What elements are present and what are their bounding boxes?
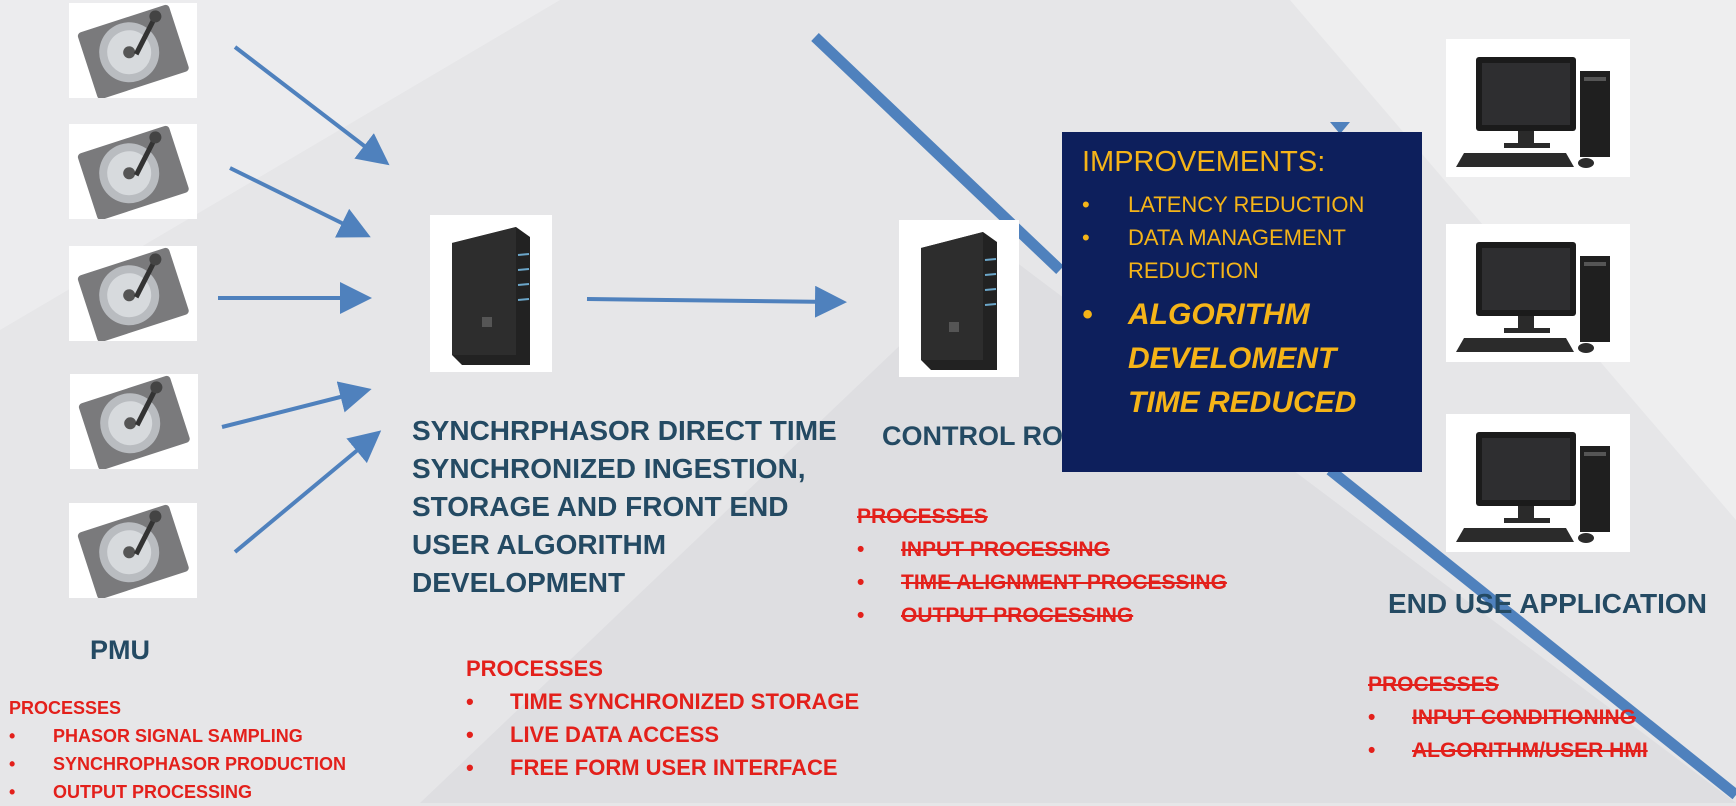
pmu-device-image [70, 374, 198, 471]
pmu-arrow-5 [233, 430, 382, 554]
hard-drive-icon [78, 375, 190, 471]
pmu-arrow-2 [229, 166, 371, 238]
synchrophasor-label: SYNCHRPHASOR DIRECT TIME SYNCHRONIZED IN… [412, 415, 837, 598]
pmu-label: PMU [90, 635, 150, 665]
end-use-label: END USE APPLICATION [1388, 588, 1707, 619]
pmu-processes-heading: PROCESSES [9, 698, 122, 718]
improvements-panel: IMPROVEMENTS: LATENCY REDUCTION DATA MAN… [1062, 132, 1422, 472]
sync-process-item: FREE FORM USER INTERFACE [466, 751, 859, 784]
control-room-label: CONTROL RO [882, 421, 1063, 451]
sync-process-item: LIVE DATA ACCESS [466, 718, 859, 751]
sync-to-control-arrow [586, 285, 847, 318]
pmu-arrow-1 [233, 45, 390, 166]
improvement-item: DATA MANAGEMENT REDUCTION [1082, 221, 1412, 287]
workstation-image [1446, 414, 1630, 552]
enduse-process-item: INPUT CONDITIONING [1368, 701, 1648, 734]
sync-processes-heading: PROCESSES [466, 656, 603, 681]
arrow-tip-fragment [1330, 122, 1350, 134]
control-server-image [899, 220, 1019, 377]
enduse-processes: PROCESSES INPUT CONDITIONING ALGORITHM/U… [1368, 668, 1648, 767]
diagonal-line-lower [1326, 465, 1736, 800]
enduse-process-item: ALGORITHM/USER HMI [1368, 734, 1648, 767]
hard-drive-icon [77, 247, 189, 343]
hard-drive-icon [77, 504, 189, 600]
server-tower-icon [921, 232, 997, 370]
pmu-process-item: OUTPUT PROCESSING [9, 778, 346, 806]
control-processes: PROCESSES INPUT PROCESSING TIME ALIGNMEN… [857, 500, 1227, 632]
control-process-item: OUTPUT PROCESSING [857, 599, 1227, 632]
diagonal-line-upper [811, 33, 1064, 274]
desktop-computer-icon [1456, 242, 1610, 353]
improvement-item: LATENCY REDUCTION [1082, 188, 1412, 221]
server-tower-icon [452, 227, 530, 365]
control-processes-heading: PROCESSES [857, 505, 988, 528]
workstation-image [1446, 39, 1630, 177]
sync-server-image [430, 215, 552, 372]
pmu-process-item: SYNCHROPHASOR PRODUCTION [9, 750, 346, 778]
improvements-heading: IMPROVEMENTS: [1082, 146, 1326, 178]
pmu-device-image [69, 246, 197, 343]
improvement-highlight: ALGORITHM DEVELOMENT TIME REDUCED [1082, 293, 1412, 425]
pmu-device-image [69, 124, 197, 221]
pmu-device-image [69, 503, 197, 600]
desktop-computer-icon [1456, 432, 1610, 543]
pmu-device-image [69, 3, 197, 100]
hard-drive-icon [77, 4, 189, 100]
control-process-item: TIME ALIGNMENT PROCESSING [857, 566, 1227, 599]
pmu-arrow-4 [221, 381, 372, 429]
sync-processes: PROCESSES TIME SYNCHRONIZED STORAGE LIVE… [466, 652, 859, 784]
workstation-image [1446, 224, 1630, 362]
hard-drive-icon [77, 125, 189, 221]
sync-process-item: TIME SYNCHRONIZED STORAGE [466, 685, 859, 718]
pmu-process-item: PHASOR SIGNAL SAMPLING [9, 722, 346, 750]
pmu-processes: PROCESSES PHASOR SIGNAL SAMPLING SYNCHRO… [9, 694, 346, 806]
desktop-computer-icon [1456, 57, 1610, 168]
control-process-item: INPUT PROCESSING [857, 533, 1227, 566]
enduse-processes-heading: PROCESSES [1368, 673, 1499, 696]
